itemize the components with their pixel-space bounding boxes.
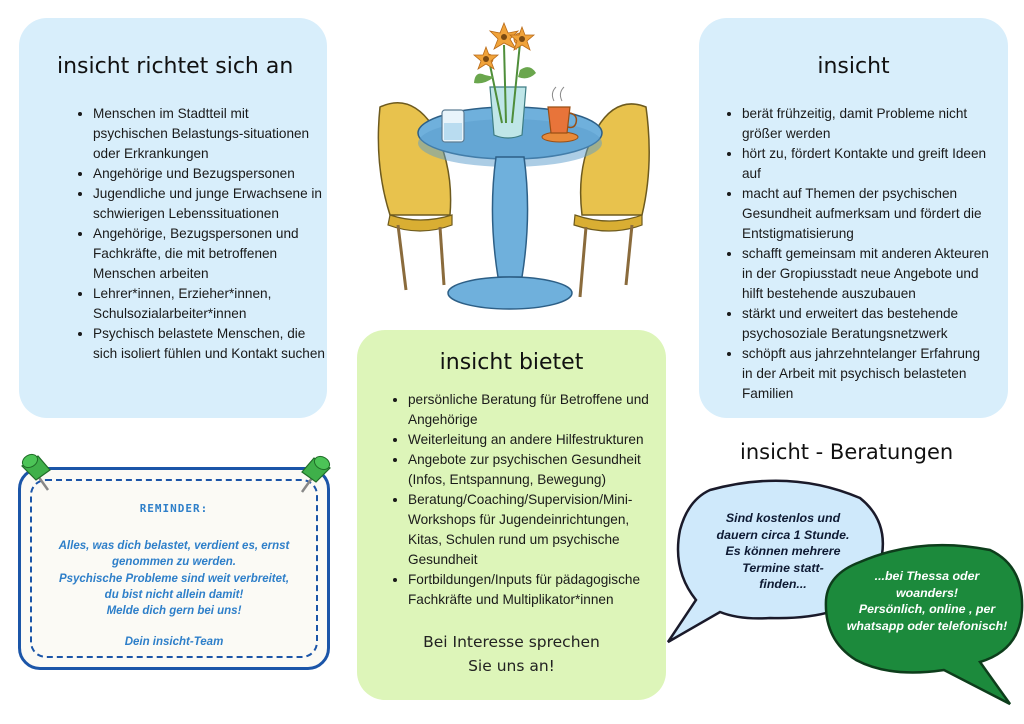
- pushpin-icon: [21, 453, 51, 491]
- consultations-title: insicht - Beratungen: [740, 440, 954, 464]
- offers-list: persönliche Beratung für Betroffene und …: [390, 390, 660, 610]
- contact-call-to-action: Bei Interesse sprechen Sie uns an!: [357, 630, 666, 678]
- audience-title: insicht richtet sich an: [57, 54, 294, 79]
- pushpin-icon: [300, 455, 331, 493]
- list-item: Beratung/Coaching/Supervision/Mini-Works…: [408, 490, 660, 570]
- cta-line: Sie uns an!: [468, 657, 555, 675]
- list-item: persönliche Beratung für Betroffene und …: [408, 390, 660, 430]
- table-chairs-illustration: [377, 21, 650, 310]
- list-item: Fortbildungen/Inputs für pädagogische Fa…: [408, 570, 660, 610]
- reminder-text: Alles, was dich belastet, verdient es, e…: [21, 538, 327, 619]
- bubble-line: ...bei Thessa oder: [874, 569, 980, 583]
- reminder-line: genommen zu werden.: [112, 556, 236, 569]
- bubble-line: woanders!: [896, 585, 958, 600]
- list-item: Angehörige und Bezugspersonen: [93, 164, 327, 184]
- reminder-signature: Dein insicht-Team: [124, 636, 224, 648]
- bubble-line: Es können mehrere: [725, 544, 841, 558]
- list-item: stärkt und erweitert das bestehende psyc…: [742, 304, 994, 344]
- audience-list: Menschen im Stadtteil mit psychischen Be…: [75, 104, 327, 364]
- bubble-info-text: Sind kostenlos und dauern circa 1 Stunde…: [712, 510, 854, 593]
- bubble-line: Persönlich, online , per: [858, 602, 996, 616]
- reminder-dashed-border: [30, 479, 318, 658]
- offers-title: insicht bietet: [439, 350, 584, 375]
- cta-line: Bei Interesse sprechen: [423, 633, 600, 651]
- reminder-note: REMINDER: Alles, was dich belastet, verd…: [18, 467, 330, 670]
- bubble-line: whatsapp oder telefonisch!: [846, 618, 1008, 633]
- list-item: Lehrer*innen, Erzieher*innen, Schulsozia…: [93, 284, 327, 324]
- audience-card: insicht richtet sich an Menschen im Stad…: [19, 18, 327, 418]
- speech-bubble-icon: [666, 479, 1024, 706]
- list-item: Psychisch belastete Menschen, die sich i…: [93, 324, 327, 364]
- reminder-line: du bist nicht allein damit!: [104, 588, 244, 601]
- bubble-line: dauern circa 1 Stunde.: [716, 527, 850, 542]
- reminder-title: REMINDER:: [139, 502, 209, 515]
- list-item: hört zu, fördert Kontakte und greift Ide…: [742, 144, 994, 184]
- bubble-line: Sind kostenlos und: [725, 511, 841, 525]
- about-list: berät frühzeitig, damit Probleme nicht g…: [724, 104, 994, 404]
- list-item: Weiterleitung an andere Hilfestrukturen: [408, 430, 660, 450]
- list-item: schafft gemeinsam mit anderen Akteuren i…: [742, 244, 994, 304]
- about-card: insicht berät frühzeitig, damit Probleme…: [699, 18, 1008, 418]
- bubble-line: finden...: [759, 577, 807, 591]
- list-item: macht auf Themen der psychischen Gesundh…: [742, 184, 994, 244]
- reminder-line: Melde dich gern bei uns!: [106, 605, 242, 618]
- list-item: schöpft aus jahrzehntelanger Erfahrung i…: [742, 344, 994, 404]
- list-item: Angehörige, Bezugspersonen und Fachkräft…: [93, 224, 327, 284]
- about-title: insicht: [817, 54, 890, 79]
- bubble-contact-text: ...bei Thessa oder woanders! Persönlich,…: [832, 568, 1022, 634]
- reminder-line: Alles, was dich belastet, verdient es, e…: [58, 540, 290, 552]
- bubble-line: Termine statt-: [742, 560, 824, 575]
- list-item: Jugendliche und junge Erwachsene in schw…: [93, 184, 327, 224]
- list-item: berät frühzeitig, damit Probleme nicht g…: [742, 104, 994, 144]
- list-item: Menschen im Stadtteil mit psychischen Be…: [93, 104, 327, 164]
- reminder-line: Psychische Probleme sind weit verbreitet…: [58, 572, 290, 585]
- list-item: Angebote zur psychischen Gesundheit (Inf…: [408, 450, 660, 490]
- offers-card: insicht bietet persönliche Beratung für …: [357, 330, 666, 700]
